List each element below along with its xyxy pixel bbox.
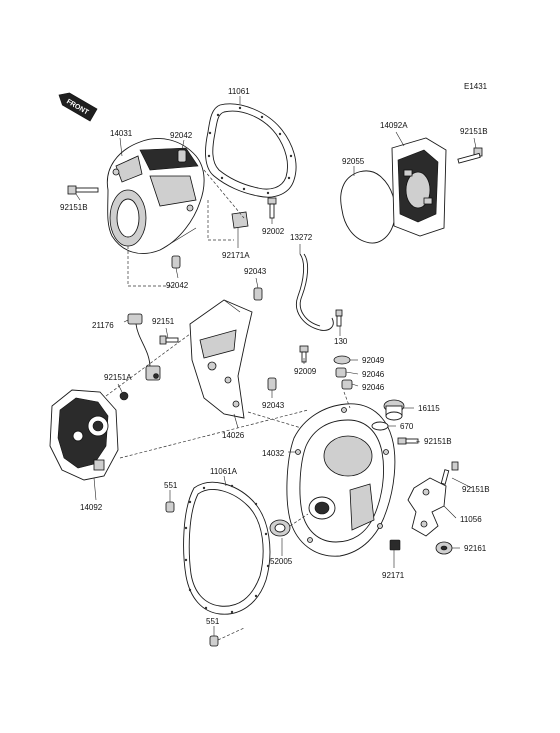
bolt-92151B-lower	[440, 461, 459, 485]
label-92002: 92002	[262, 227, 285, 236]
label-92151B-left: 92151B	[60, 203, 88, 212]
clip-92171	[389, 539, 401, 551]
label-14032: 14032	[262, 449, 285, 458]
washer-92161	[435, 541, 453, 555]
gasket-11061A-holes	[184, 484, 270, 614]
label-92171: 92171	[382, 571, 405, 580]
label-14092A: 14092A	[380, 121, 408, 130]
label-92046-b: 92046	[362, 383, 385, 392]
diagram-code: E1431	[464, 82, 488, 91]
dowel-92042-lower	[171, 255, 181, 269]
label-11056: 11056	[460, 515, 482, 524]
front-arrow-badge: FRONT	[58, 92, 98, 122]
label-92171A: 92171A	[222, 251, 250, 260]
part-labels: 11061 14031 92042 92151B 92042 92002 921…	[60, 87, 490, 626]
label-13272: 13272	[290, 233, 313, 242]
gasket-92055	[340, 170, 396, 244]
cover-14092A	[391, 137, 447, 237]
leader-lines	[75, 96, 477, 636]
dowel-551-upper	[165, 501, 175, 513]
label-11061: 11061	[228, 87, 250, 96]
label-92009: 92009	[294, 367, 317, 376]
sensor-21176	[127, 313, 161, 381]
label-14092: 14092	[80, 503, 103, 512]
label-670: 670	[400, 422, 414, 431]
dowel-92046-b	[341, 379, 353, 390]
cap-16115	[383, 399, 405, 421]
label-92055: 92055	[342, 157, 365, 166]
bolt-130	[335, 309, 343, 327]
dowel-92042-upper	[177, 149, 187, 163]
dowel-92046-a	[335, 367, 347, 378]
label-551-lower: 551	[206, 617, 220, 626]
label-52005: 52005	[270, 557, 293, 566]
dowel-551-lower	[209, 635, 219, 647]
plate-14026	[189, 299, 253, 419]
gasket-11061-upper-holes	[207, 106, 293, 195]
label-92049: 92049	[362, 356, 385, 365]
label-11061A: 11061A	[210, 467, 238, 476]
label-14026: 14026	[222, 431, 245, 440]
cover-14031	[106, 138, 205, 254]
cover-14032	[286, 403, 396, 557]
o-ring-670	[371, 421, 389, 431]
label-92151A: 92151A	[104, 373, 132, 382]
label-130: 130	[334, 337, 348, 346]
label-14031: 14031	[110, 129, 133, 138]
label-92042-lower: 92042	[166, 281, 189, 290]
label-92043-upper: 92043	[244, 267, 267, 276]
dowel-92043-upper	[253, 287, 263, 301]
cover-14092	[49, 389, 119, 481]
label-92151: 92151	[152, 317, 175, 326]
label-92046-a: 92046	[362, 370, 385, 379]
label-92043-lower: 92043	[262, 401, 285, 410]
bolt-92151	[159, 335, 179, 345]
bolt-92151B-right	[457, 147, 483, 164]
bracket-11056	[407, 477, 447, 537]
bolt-92151B-mid	[397, 437, 419, 445]
label-92151B-right: 92151B	[460, 127, 488, 136]
label-551-upper: 551	[164, 481, 178, 490]
label-21176: 21176	[92, 321, 114, 330]
bracket-92171A	[231, 211, 249, 229]
seal-52005	[269, 519, 291, 537]
label-16115: 16115	[418, 404, 440, 413]
bolt-92151B-left	[67, 185, 99, 195]
label-92151B-lower: 92151B	[462, 485, 490, 494]
label-92042-upper: 92042	[170, 131, 193, 140]
bolt-92002	[267, 197, 277, 219]
label-92151B-mid: 92151B	[424, 437, 452, 446]
dowel-92043-lower	[267, 377, 277, 391]
label-92161: 92161	[464, 544, 487, 553]
bolt-92151A	[119, 391, 129, 401]
seal-92049	[333, 355, 351, 365]
